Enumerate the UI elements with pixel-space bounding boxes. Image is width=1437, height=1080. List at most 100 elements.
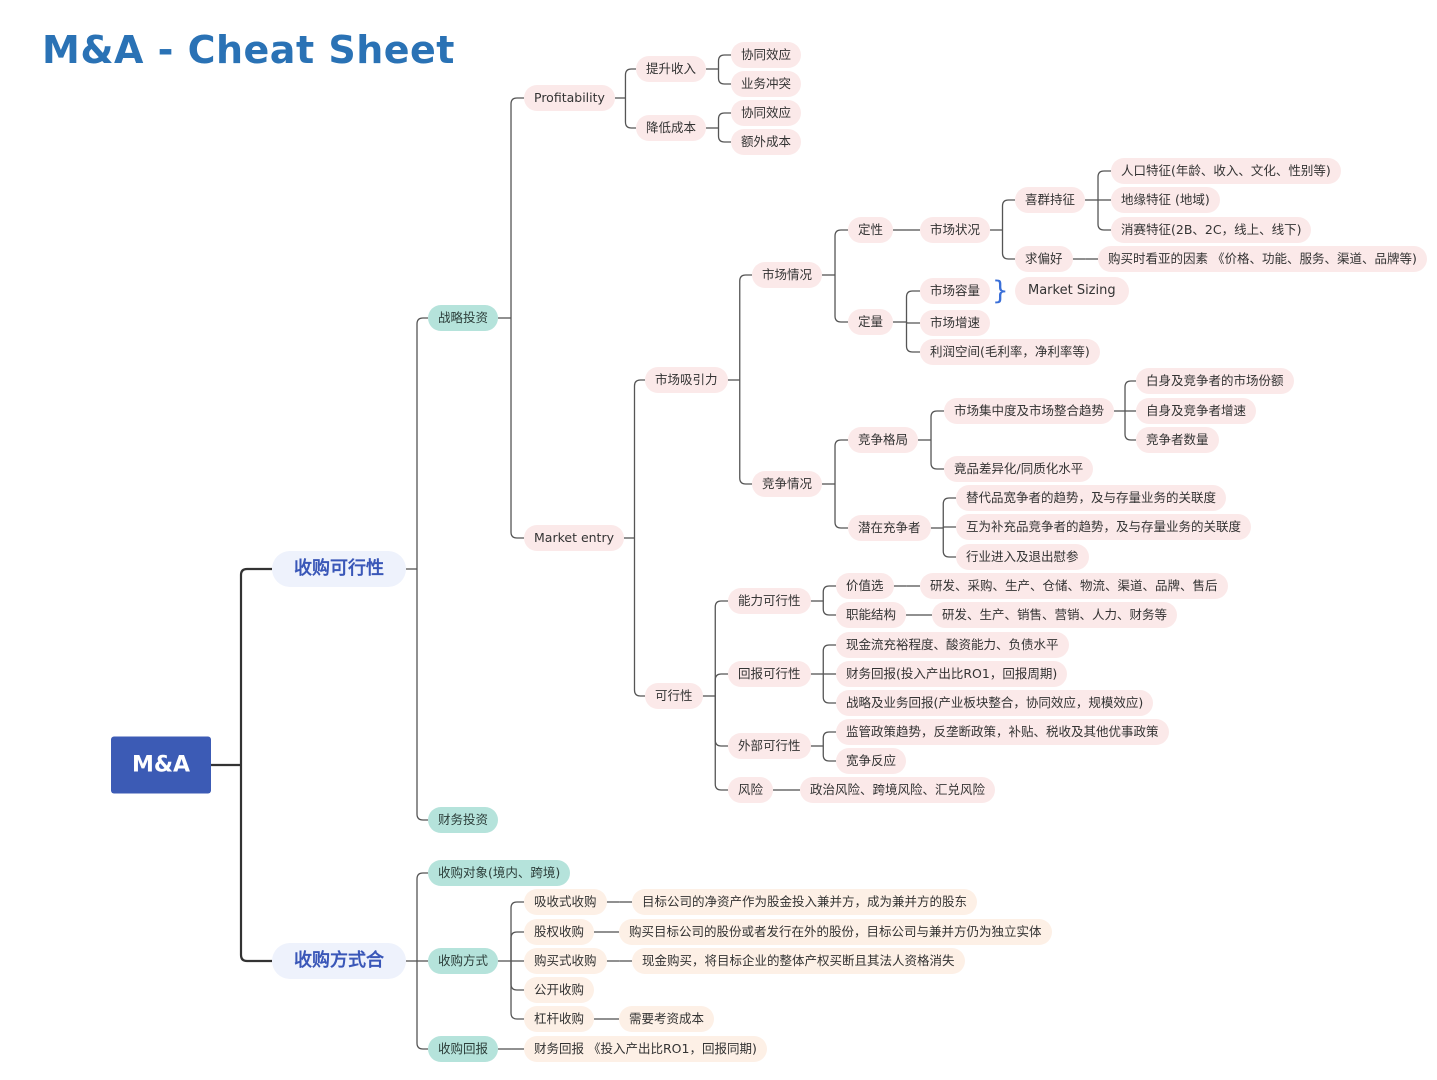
connector-landscape (930, 440, 944, 470)
node-profit-margin[interactable]: 利润空间(毛利率，净利率等) (920, 339, 1100, 365)
node-complements[interactable]: 互为补充品竞争者的趋势，及与存量业务的关联度 (956, 514, 1252, 540)
node-return-feas[interactable]: 回报可行性 (728, 661, 811, 687)
node-absorb[interactable]: 吸收式收购 (524, 889, 607, 915)
brace-icon: } (992, 276, 1009, 306)
node-risk-items[interactable]: 政治风险、跨境风险、汇兑风险 (800, 777, 996, 803)
connector-cost_down (717, 128, 731, 143)
connector-method (416, 872, 428, 961)
connector-feasible (714, 696, 728, 747)
node-fin-return[interactable]: 财务回报(投入产出比RO1，回报周期) (836, 661, 1068, 687)
node-functions[interactable]: 职能结构 (836, 602, 907, 628)
node-cashflow[interactable]: 现金流充裕程度、酸资能力、负债水平 (836, 632, 1069, 658)
node-market-size[interactable]: 市场容量 (920, 278, 991, 304)
node-purchase-factors[interactable]: 购买时看亚的因素 《价格、功能、服务、渠道、品牌等) (1098, 246, 1427, 272)
node-purchase-desc[interactable]: 现金购买，将目标企业的整体产权买断且其法人资格消失 (632, 948, 965, 974)
node-market-attract[interactable]: 市场吸引力 (645, 367, 728, 393)
node-potential[interactable]: 潜在充争者 (848, 515, 931, 541)
node-qualitative[interactable]: 定性 (848, 217, 894, 243)
node-differentiation[interactable]: 竟品差异化/同质化水平 (944, 456, 1094, 482)
connector-market_status (1001, 230, 1015, 260)
node-financial[interactable]: 财务投资 (428, 807, 499, 833)
connector-concentration (1124, 411, 1136, 441)
node-strategic[interactable]: 战略投资 (428, 305, 499, 331)
connector-market_entry (633, 379, 645, 538)
node-comp-growth[interactable]: 自身及竞争者增速 (1136, 398, 1257, 424)
node-market-growth[interactable]: 市场增速 (920, 310, 991, 336)
connector-profitability (624, 98, 636, 129)
root-node[interactable]: M&A (111, 736, 211, 794)
node-comp-reaction[interactable]: 宽争反应 (836, 748, 907, 774)
node-leveraged-desc[interactable]: 需要考资成本 (619, 1006, 715, 1032)
node-geographic[interactable]: 地缘特征 (地域) (1111, 187, 1220, 213)
connector-revenue_up (717, 54, 731, 69)
node-method-sub[interactable]: 收购方式 (428, 948, 499, 974)
node-profitability[interactable]: Profitability (524, 85, 615, 111)
connector-potential (942, 497, 956, 528)
connector-quantitative (905, 322, 920, 353)
node-functions-items[interactable]: 研发、生产、销售、营销、人力、财务等 (932, 602, 1178, 628)
node-market-status[interactable]: 市场状况 (920, 217, 991, 243)
node-barriers[interactable]: 行业进入及退出慰参 (956, 544, 1089, 570)
node-strat-return[interactable]: 战略及业务回报(产业板块整合，协同效应，规模效应) (836, 690, 1154, 716)
connector-market_situation (834, 229, 848, 275)
node-market-entry[interactable]: Market entry (524, 525, 624, 551)
connector-external (822, 731, 836, 746)
connector-method_sub (510, 901, 524, 961)
node-equity-desc[interactable]: 购买目标公司的股份或者发行在外的股份，目标公司与兼并方仍为独立实体 (619, 919, 1052, 945)
node-landscape[interactable]: 竞争格局 (848, 427, 919, 453)
node-value-chain[interactable]: 价值选 (836, 573, 894, 599)
node-external[interactable]: 外部可行性 (728, 733, 811, 759)
node-value-chain-items[interactable]: 研发、采购、生产、仓储、物流、渠道、品牌、售后 (920, 573, 1228, 599)
connector-method_sub (510, 961, 524, 991)
node-method[interactable]: 收购方式合 (272, 943, 406, 979)
connector-customer_traits (1097, 170, 1111, 200)
connector-customer_traits (1097, 200, 1111, 231)
node-comp-count[interactable]: 竞争者数量 (1136, 427, 1219, 453)
connector-strategic (510, 318, 524, 539)
connector-quantitative (905, 290, 920, 322)
node-substitutes[interactable]: 替代品宽争者的趋势，及与存量业务的关联度 (956, 485, 1227, 511)
node-feasibility[interactable]: 收购可行性 (272, 551, 406, 587)
node-quantitative[interactable]: 定量 (848, 309, 894, 335)
node-leveraged[interactable]: 杠杆收购 (524, 1006, 595, 1032)
node-market-sizing[interactable]: Market Sizing (1015, 277, 1129, 305)
node-cost-synergy[interactable]: 协同效应 (731, 100, 802, 126)
node-share[interactable]: 白身及竞争者的市场份额 (1136, 368, 1294, 394)
node-market-situation[interactable]: 市场情况 (752, 262, 823, 288)
node-equity[interactable]: 股权收购 (524, 919, 595, 945)
connector-potential (942, 526, 956, 529)
node-customer-traits[interactable]: 喜群持征 (1015, 187, 1086, 213)
connector-feasible (714, 696, 728, 791)
node-revenue-up[interactable]: 提升收入 (636, 56, 707, 82)
connector-feasible (714, 673, 728, 696)
connector-root (239, 765, 272, 963)
connector-concentration (1124, 380, 1136, 411)
connector-method_sub (510, 961, 524, 1020)
node-absorb-desc[interactable]: 目标公司的净资产作为股金投入兼并方，成为兼并方的股东 (632, 889, 978, 915)
node-acq-return[interactable]: 收购回报 (428, 1036, 499, 1062)
node-competition[interactable]: 竞争情况 (752, 471, 823, 497)
connector-competition (834, 439, 848, 484)
connector-market_attract (739, 274, 752, 380)
node-rev-synergy[interactable]: 协同效应 (731, 42, 802, 68)
node-preference[interactable]: 求偏好 (1015, 246, 1073, 272)
node-public[interactable]: 公开收购 (524, 977, 595, 1003)
node-purchase[interactable]: 购买式收购 (524, 948, 607, 974)
node-feasible[interactable]: 可行性 (645, 683, 703, 709)
node-cost-extra[interactable]: 额外成本 (731, 129, 802, 155)
node-capability[interactable]: 能力可行性 (728, 588, 811, 614)
connector-market_status (1001, 199, 1015, 230)
node-acq-return-desc[interactable]: 财务回报 《投入产出比RO1，回报同期) (524, 1036, 767, 1062)
connector-method (416, 961, 428, 1050)
connector-feasibility (416, 569, 428, 821)
node-policy[interactable]: 监管政策趋势，反垄断政策，补贴、税收及其他优事政策 (836, 719, 1169, 745)
node-target[interactable]: 收购对象(境内、跨境) (428, 860, 571, 886)
node-demographic[interactable]: 人口特征(年龄、收入、文化、性别等) (1111, 158, 1341, 184)
node-consumption[interactable]: 消赛特征(2B、2C，线上、线下) (1111, 217, 1312, 243)
node-rev-conflict[interactable]: 业务冲突 (731, 71, 802, 97)
node-concentration[interactable]: 市场集中度及市场整合趋势 (944, 398, 1115, 424)
connector-capability (822, 601, 836, 616)
connector-cost_down (717, 112, 731, 128)
node-cost-down[interactable]: 降低成本 (636, 115, 707, 141)
node-risk[interactable]: 风险 (728, 777, 774, 803)
